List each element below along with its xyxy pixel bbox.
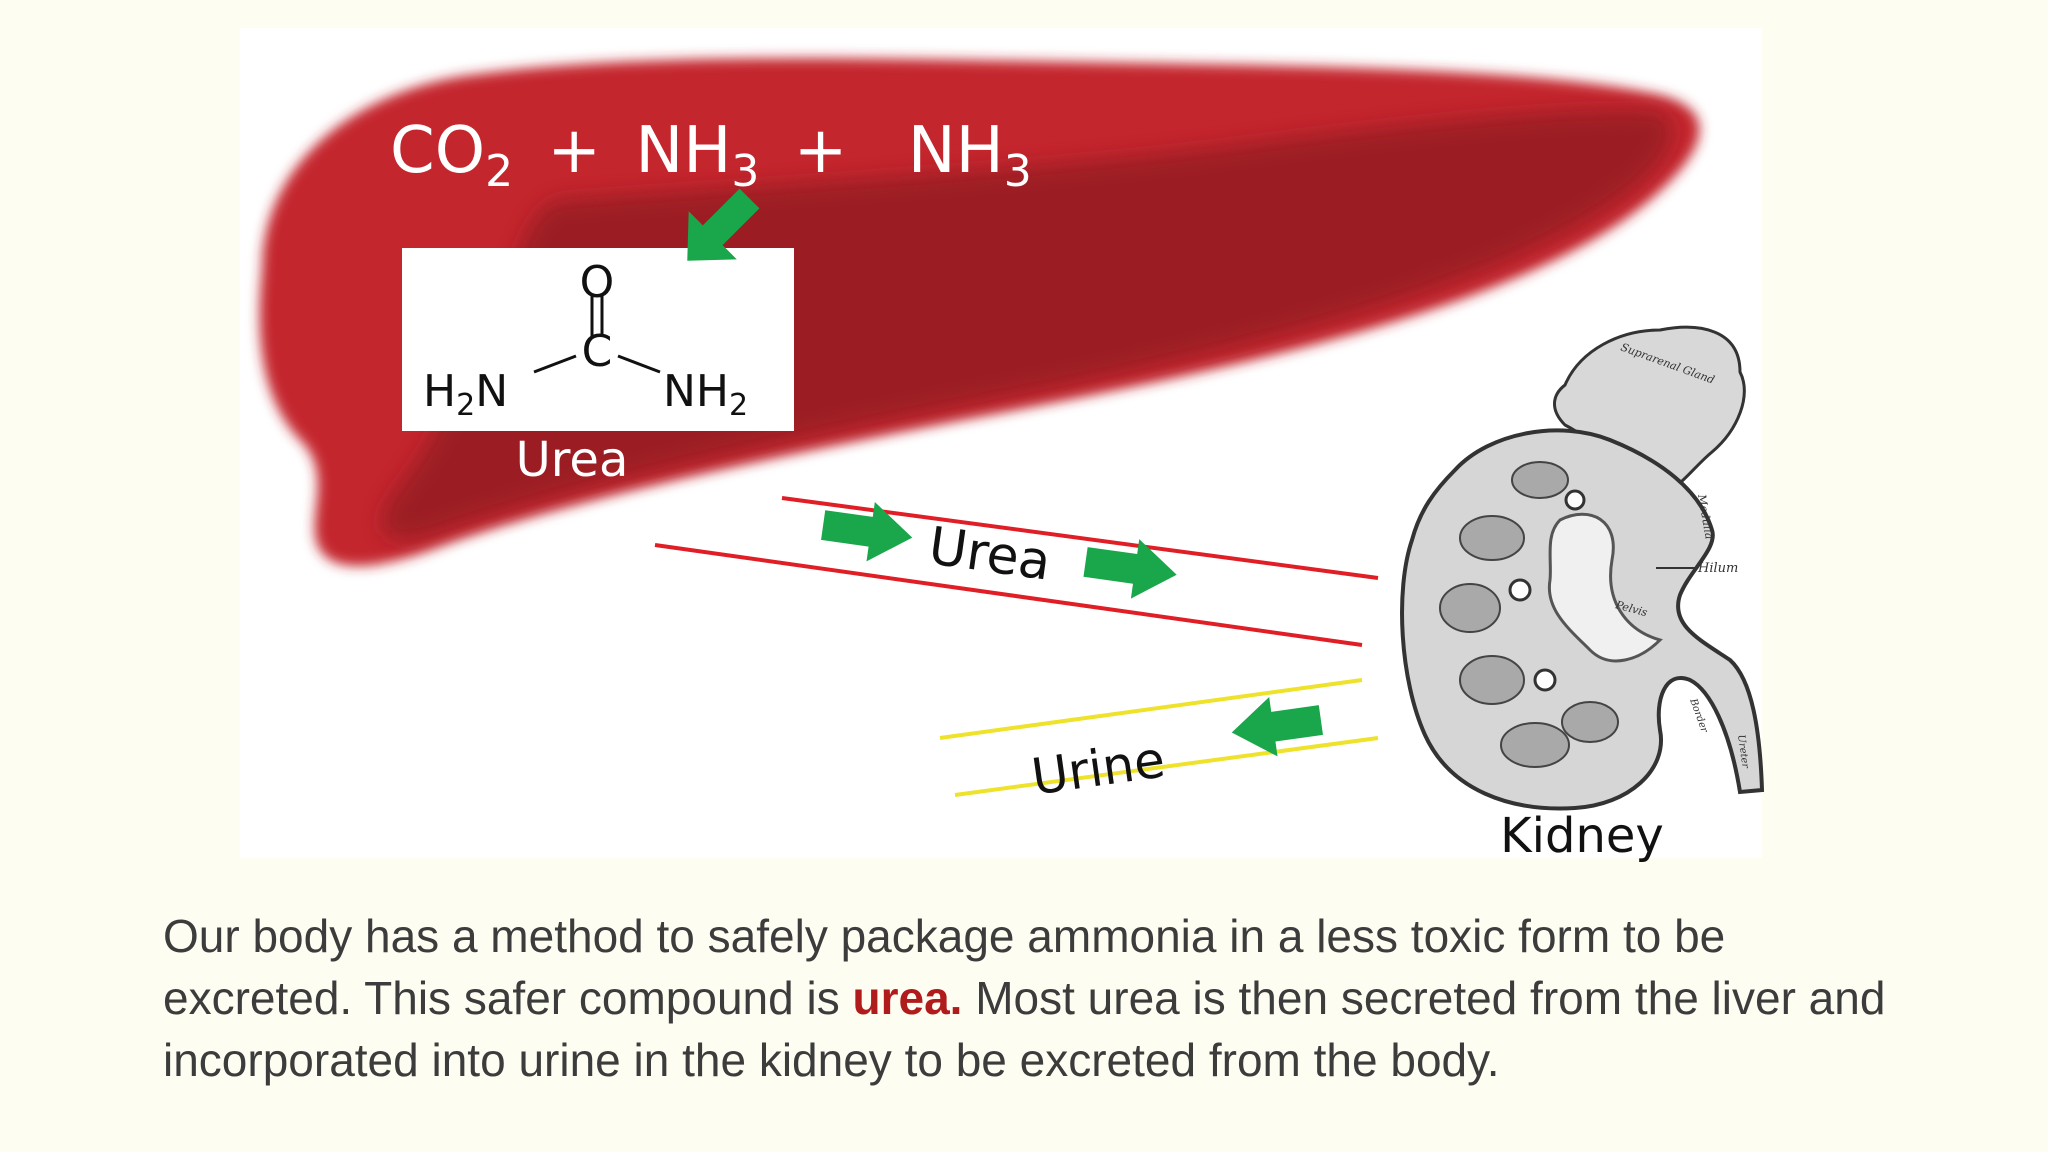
channel-border [954,736,1379,797]
urea-caption: Urea [516,432,629,488]
urea-transport-channel: Urea [654,496,1379,647]
arrow-right-icon [1083,539,1177,599]
kidney-illustration: Suprarenal Gland Medulla Hilum Pelvis Bo… [1400,325,1765,811]
urea-highlight: urea. [852,972,963,1024]
equation: CO2 + NH3 + NH3 [390,114,1032,202]
urea-structure-box [402,248,794,431]
liver-shadow [382,110,1672,540]
amine-group-left: H2N [423,366,508,423]
caption-text: Our body has a method to safely package … [163,910,1726,1024]
renal-pyramid [1439,583,1501,633]
channel-border [939,678,1363,740]
arrow-right-icon [821,502,913,562]
renal-pyramid [1500,722,1570,768]
plus-sign: + [547,114,601,188]
nh3-formula: NH3 [908,114,1032,197]
border-annotation: Border [1687,696,1710,735]
urea-structure: O C H2N NH2 [402,248,794,431]
oxygen-atom: O [580,257,615,308]
urine-excretion-channel: Urine [939,678,1379,806]
caption-text: Most urea is then secreted from the live… [163,972,1886,1086]
renal-pyramid [1511,461,1569,499]
nh3-formula: NH3 [635,114,779,202]
caption-paragraph: Our body has a method to safely package … [163,905,1923,1091]
urea-channel-label: Urea [925,516,1054,592]
renal-pyramid [1459,655,1525,705]
urine-channel-content: Urine [1028,696,1323,806]
renal-calyx [1533,668,1557,692]
renal-pyramid [1459,515,1525,561]
arrow-down-icon [687,188,760,261]
renal-pyramids [1439,461,1619,768]
channel-border [654,543,1363,647]
carbon-atom: C [582,326,613,377]
renal-calyx [1508,578,1532,602]
renal-calyx [1564,489,1586,511]
renal-pyramid [1561,701,1619,743]
single-bond-line [533,354,577,374]
plus-sign: + [794,114,848,188]
amine-group-right: NH2 [663,366,748,423]
co2-formula: CO2 [390,114,533,202]
single-bond-line [617,354,661,374]
arrow-left-icon [1231,696,1323,757]
renal-pelvis [1547,512,1663,663]
hilum-annotation: Hilum [1697,561,1738,576]
ureter-annotation: Ureter [1735,734,1751,770]
urine-channel-label: Urine [1028,730,1168,806]
kidney-label: Kidney [1500,808,1664,864]
liver [259,58,1700,566]
